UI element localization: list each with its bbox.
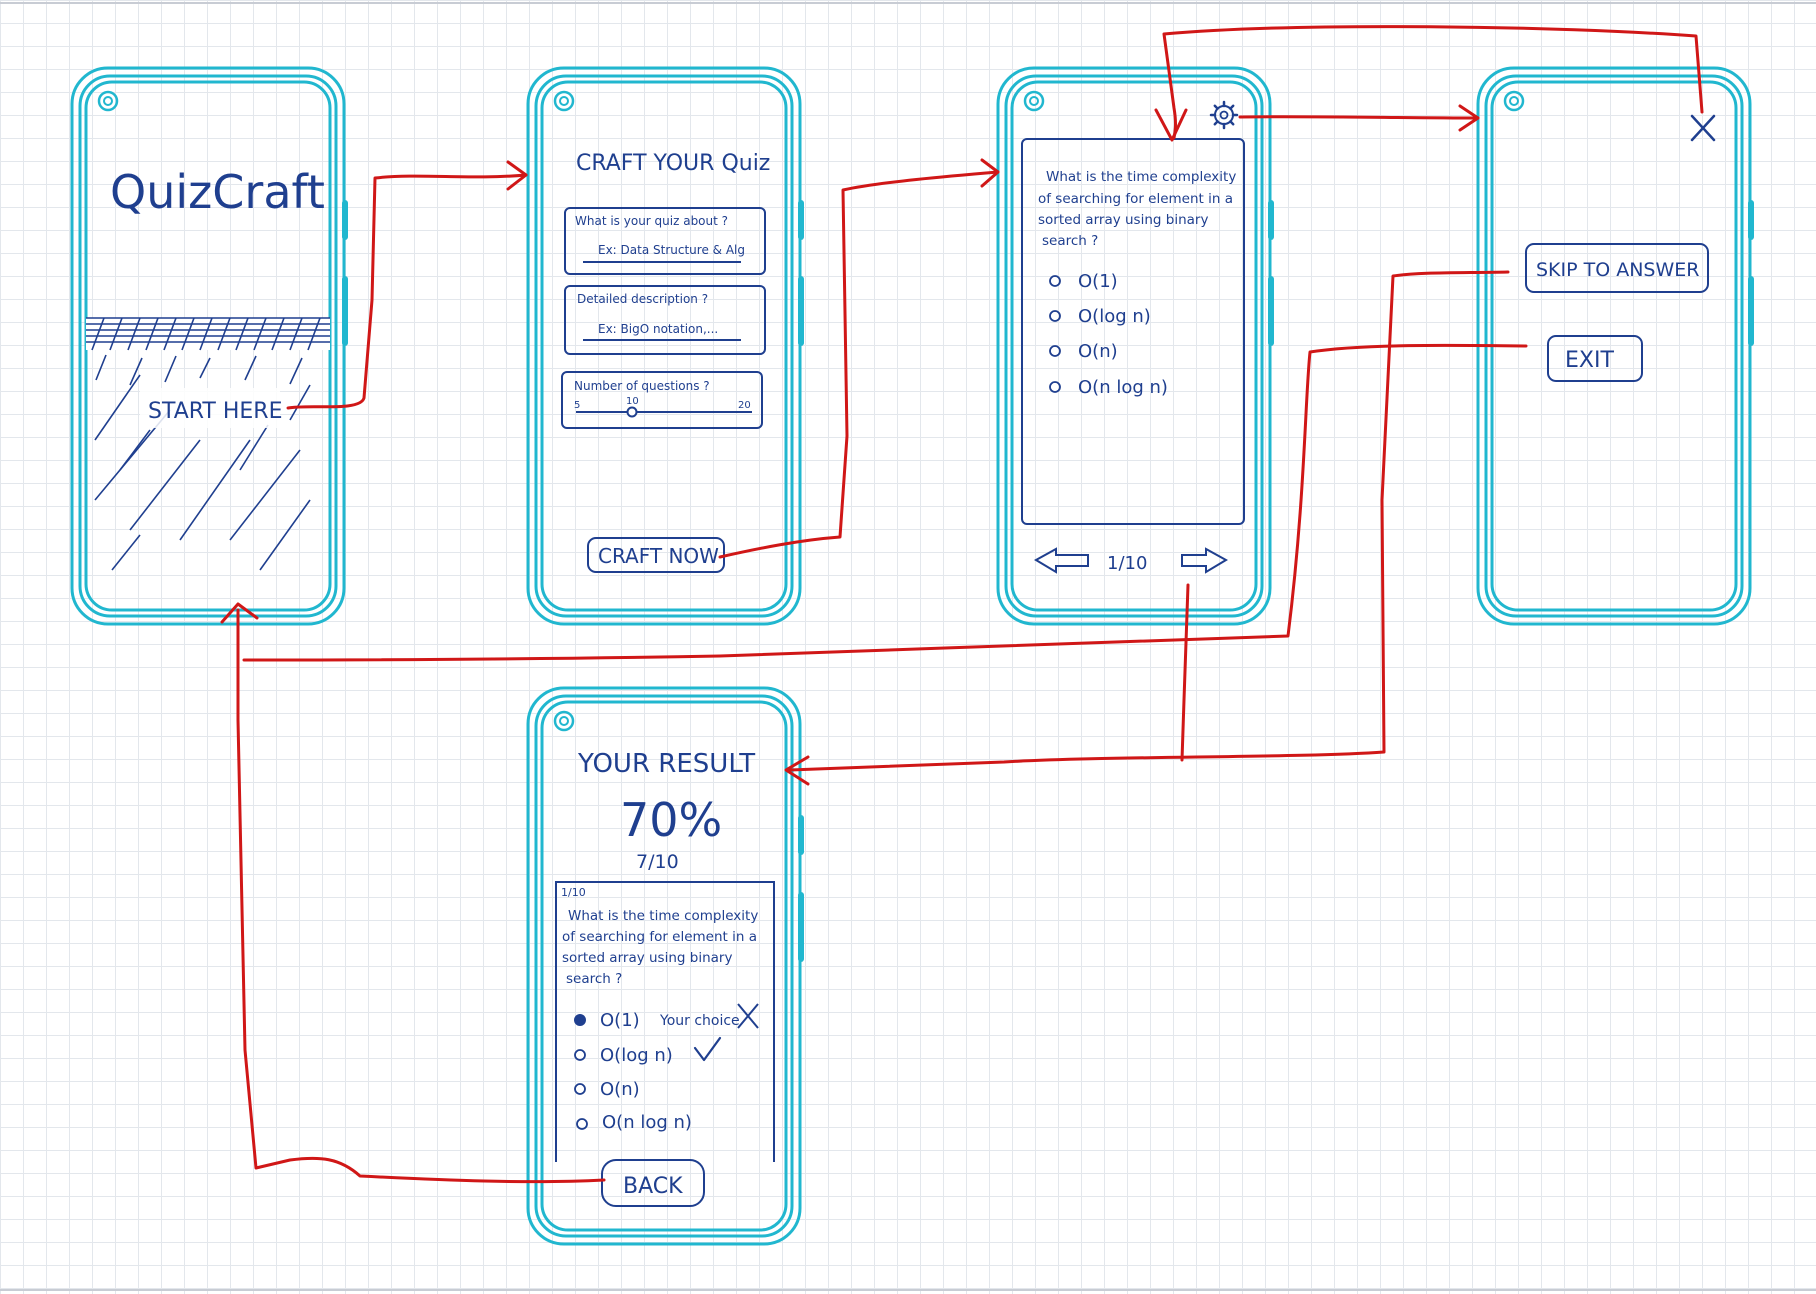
question-card: What is the time complexity of searching… [1021, 138, 1245, 525]
flow-skip-to-result [784, 270, 1510, 786]
camera-dot [97, 90, 119, 112]
craft-now-button[interactable]: CRAFT NOW [587, 537, 725, 573]
description-placeholder: Ex: BigO notation,... [598, 322, 718, 336]
question-line-2: of searching for element in a [1038, 191, 1233, 207]
topic-field[interactable]: What is your quiz about ? Ex: Data Struc… [564, 207, 766, 275]
phone-frame [526, 66, 804, 626]
skip-to-answer-button[interactable]: SKIP TO ANSWER [1525, 243, 1709, 293]
radio-button [576, 1118, 588, 1130]
camera-dot [553, 710, 575, 732]
questions-slider-field[interactable]: Number of questions ? 5 10 20 [561, 371, 763, 429]
flow-back-to-home [220, 602, 606, 1184]
app-title: QuizCraft [110, 165, 325, 219]
option-label: O(n log n) [1078, 377, 1168, 398]
camera-dot [1503, 90, 1525, 112]
radio-button[interactable] [1049, 310, 1061, 322]
question-line-4: search ? [1042, 233, 1098, 249]
flow-craft-to-question [718, 158, 1000, 559]
result-option-4: O(n log n) [576, 1112, 692, 1133]
review-card: 1/10 What is the time complexity of sear… [555, 881, 775, 1162]
radio-button[interactable] [1049, 275, 1061, 287]
radio-selected [574, 1014, 586, 1026]
phone-frame [996, 66, 1274, 626]
option-1[interactable]: O(1) [1049, 271, 1118, 292]
slider-min: 5 [574, 400, 580, 411]
start-panel[interactable]: START HERE [86, 317, 330, 571]
craft-now-label: CRAFT NOW [598, 544, 719, 568]
option-2[interactable]: O(log n) [1049, 306, 1151, 327]
question-number: 1/10 [561, 886, 586, 899]
exit-button[interactable]: EXIT [1547, 335, 1643, 382]
result-option-3: O(n) [574, 1079, 640, 1100]
arrow-left-icon[interactable] [1033, 547, 1089, 574]
result-percent: 70% [620, 793, 722, 847]
flow-close-to-question [1154, 25, 1704, 142]
gear-icon[interactable] [1209, 100, 1239, 130]
camera-dot [1023, 90, 1045, 112]
back-label: BACK [623, 1174, 683, 1199]
result-title: YOUR RESULT [577, 749, 755, 779]
craft-title: CRAFT YOUR Quiz [576, 151, 770, 176]
option-label: O(n log n) [602, 1112, 692, 1133]
flow-gear-to-settings [1238, 104, 1480, 132]
radio-button[interactable] [1049, 345, 1061, 357]
phone-frame [526, 686, 804, 1246]
question-line-4: search ? [566, 971, 622, 987]
question-line-2: of searching for element in a [562, 929, 757, 945]
questions-label: Number of questions ? [574, 379, 710, 393]
option-label: O(1) [1078, 271, 1118, 292]
page-indicator: 1/10 [1107, 553, 1147, 574]
correct-check-icon [693, 1036, 722, 1062]
result-option-2: O(log n) [574, 1036, 722, 1066]
start-here-label[interactable]: START HERE [148, 399, 283, 424]
result-score: 7/10 [636, 851, 679, 873]
back-button[interactable]: BACK [601, 1159, 705, 1207]
close-icon[interactable] [1690, 114, 1716, 142]
screen-craft-quiz: CRAFT YOUR Quiz What is your quiz about … [526, 66, 804, 626]
description-label: Detailed description ? [577, 292, 708, 306]
option-3[interactable]: O(n) [1049, 341, 1118, 362]
question-line-1: What is the time complexity [568, 908, 758, 924]
flow-arrows [220, 25, 1704, 1184]
topic-placeholder: Ex: Data Structure & Alg [598, 243, 745, 257]
arrow-right-icon[interactable] [1181, 547, 1229, 574]
screen-question: What is the time complexity of searching… [996, 66, 1274, 626]
wrong-mark-icon [737, 1003, 759, 1029]
option-label: O(log n) [600, 1045, 673, 1066]
option-label: O(log n) [1078, 306, 1151, 327]
flow-start-to-craft [286, 160, 528, 410]
exit-label: EXIT [1565, 348, 1614, 373]
result-option-1: O(1) Your choice [574, 1003, 759, 1031]
flow-next-to-result [1180, 583, 1190, 762]
topic-label: What is your quiz about ? [575, 214, 728, 228]
option-label: O(1) [600, 1010, 640, 1031]
screen-home: QuizCraft [70, 66, 348, 626]
radio-button [574, 1083, 586, 1095]
option-4[interactable]: O(n log n) [1049, 377, 1168, 398]
question-line-1: What is the time complexity [1046, 169, 1236, 185]
your-choice-label: Your choice [659, 1013, 740, 1029]
skip-to-answer-label: SKIP TO ANSWER [1536, 259, 1700, 281]
camera-dot [553, 90, 575, 112]
description-field[interactable]: Detailed description ? Ex: BigO notation… [564, 285, 766, 355]
radio-button[interactable] [1049, 381, 1061, 393]
slider-thumb[interactable] [626, 406, 638, 418]
radio-button [574, 1049, 586, 1061]
screen-result: YOUR RESULT 70% 7/10 1/10 What is the ti… [526, 686, 804, 1246]
slider-max: 20 [738, 400, 751, 411]
question-line-3: sorted array using binary [1038, 212, 1208, 228]
question-line-3: sorted array using binary [562, 950, 732, 966]
flow-exit-to-home [242, 343, 1528, 662]
slider-value: 10 [626, 396, 639, 407]
option-label: O(n) [600, 1079, 640, 1100]
option-label: O(n) [1078, 341, 1118, 362]
